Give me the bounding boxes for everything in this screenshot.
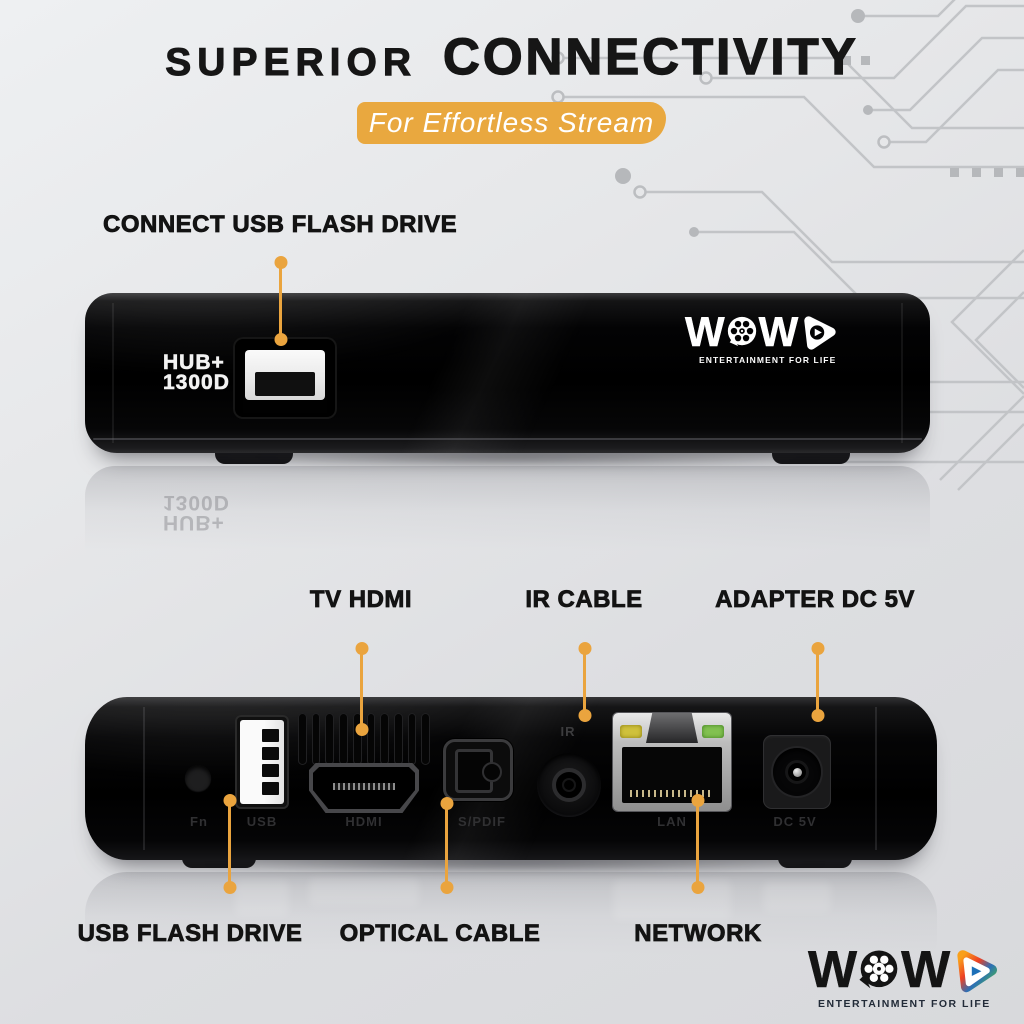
lan-ethernet-port [613, 713, 731, 811]
dc-jack-pin [792, 767, 802, 777]
subtitle-banner: For Effortless Stream [357, 102, 666, 144]
front-base-seam [93, 438, 922, 440]
page-title: SUPERIOR CONNECTIVITY [0, 30, 1024, 82]
vent-grille [298, 713, 431, 765]
subtitle-text: For Effortless Stream [368, 107, 655, 138]
wow-tagline-front: ENTERTAINMENT FOR LIFE [699, 355, 837, 365]
back-usb-port [235, 715, 289, 809]
lan-port-label: LAN [657, 814, 687, 829]
front-left-seam [112, 303, 114, 443]
network-callout-line [696, 800, 699, 888]
vent-slot [339, 713, 348, 765]
ghost-model-line2: 1300D [163, 491, 230, 514]
hdmi-callout-line [360, 648, 363, 730]
spdif-optical-port [443, 739, 513, 801]
device-model-text: HUB+ 1300D [163, 351, 230, 394]
wow-logo-footer-row: W W [808, 944, 1000, 996]
back-device-reflection [85, 872, 937, 982]
reflection-smudge [763, 882, 831, 912]
front-usb-connector [245, 350, 325, 400]
front-usb-callout-line [279, 262, 282, 340]
dc-power-jack [763, 735, 831, 809]
dc-port-label: DC 5V [773, 814, 817, 829]
usb-pin [262, 729, 279, 742]
dc-jack-ring [773, 748, 821, 796]
spdif-port-label: S/PDIF [458, 814, 506, 829]
back-device-shadow [95, 856, 935, 872]
ir-port-label: IR [560, 724, 576, 739]
ir-jack-ring [552, 768, 586, 802]
vent-slot [352, 713, 362, 765]
front-usb-port [233, 337, 337, 419]
ghost-model-line1: HUB+ [163, 511, 225, 534]
usb-pin [262, 781, 279, 795]
back-right-seam [875, 707, 877, 850]
device-model-line1: HUB+ [163, 351, 225, 374]
vent-slot [421, 713, 431, 765]
ir-callout-line [583, 648, 586, 716]
footer-film-reel-icon [857, 948, 901, 992]
vent-slot [380, 713, 389, 765]
reflection-smudge [309, 878, 419, 906]
back-label-optical-cable: OPTICAL CABLE [339, 920, 541, 947]
wow-logo-front-row: W W [685, 308, 900, 355]
hdmi-port-label: HDMI [345, 814, 383, 829]
wow-logo-footer: W W [808, 944, 1000, 1010]
usb-pin [262, 764, 279, 778]
dc-jack-hole [785, 760, 809, 784]
usb-pin [262, 746, 279, 760]
usb-port-label: USB [246, 814, 278, 829]
play-button-icon [800, 313, 838, 351]
reflection-smudge [235, 880, 289, 916]
back-label-network: NETWORK [634, 920, 762, 947]
vent-slot [393, 713, 403, 765]
front-device-reflection: HUB+ 1300D [85, 466, 930, 578]
film-reel-icon [725, 315, 759, 349]
usb-pin-block [262, 729, 279, 795]
back-label-adapter-dc5v: ADAPTER DC 5V [715, 586, 915, 613]
front-usb-callout-label: CONNECT USB FLASH DRIVE [103, 211, 458, 238]
lan-clip [646, 713, 698, 743]
title-word-connectivity: CONNECTIVITY [442, 28, 859, 85]
back-left-seam [143, 707, 145, 850]
vent-slot [311, 713, 321, 765]
vent-slot [325, 713, 335, 765]
vent-slot [407, 713, 417, 765]
optical-callout-line [445, 803, 448, 888]
hdmi-port [309, 763, 419, 813]
footer-play-button-icon [952, 946, 1000, 994]
fn-port-label: Fn [190, 814, 208, 829]
back-label-ir-cable: IR CABLE [525, 586, 643, 613]
wow-logo-front: W W [685, 308, 900, 365]
wow-letter-w-right: W [758, 308, 799, 355]
dc-callout-line [816, 648, 819, 716]
hdmi-pins [333, 782, 395, 790]
front-reflection-model-text: HUB+ 1300D [163, 491, 230, 534]
front-right-seam [901, 303, 903, 443]
usb-back-callout-line [228, 800, 231, 888]
wow-tagline-footer: ENTERTAINMENT FOR LIFE [818, 998, 991, 1010]
device-back-view: IR Fn USB HDMI S/PDIF LAN DC 5V [85, 697, 937, 860]
hdmi-port-cavity [313, 767, 415, 809]
back-usb-connector [240, 720, 284, 804]
fn-button [185, 765, 211, 791]
vent-slot [298, 713, 307, 765]
ir-jack-hole [564, 780, 574, 790]
device-model-line2: 1300D [163, 371, 230, 394]
ir-jack-port [537, 753, 601, 817]
device-front-view: HUB+ 1300D W [85, 293, 930, 453]
lan-cavity [622, 747, 722, 803]
reflection-smudge [613, 880, 731, 920]
back-label-tv-hdmi: TV HDMI [309, 586, 413, 613]
lan-led-yellow [620, 725, 642, 738]
back-label-usb-flash-drive: USB FLASH DRIVE [77, 920, 303, 947]
wow-letter-w-left: W [685, 308, 725, 355]
title-word-superior: SUPERIOR [165, 41, 417, 84]
vent-slot [366, 713, 376, 765]
footer-wow-letter-w-left: W [808, 941, 858, 999]
lan-led-green [702, 725, 724, 738]
spdif-lens [482, 762, 502, 782]
footer-wow-letter-w-right: W [901, 941, 951, 999]
